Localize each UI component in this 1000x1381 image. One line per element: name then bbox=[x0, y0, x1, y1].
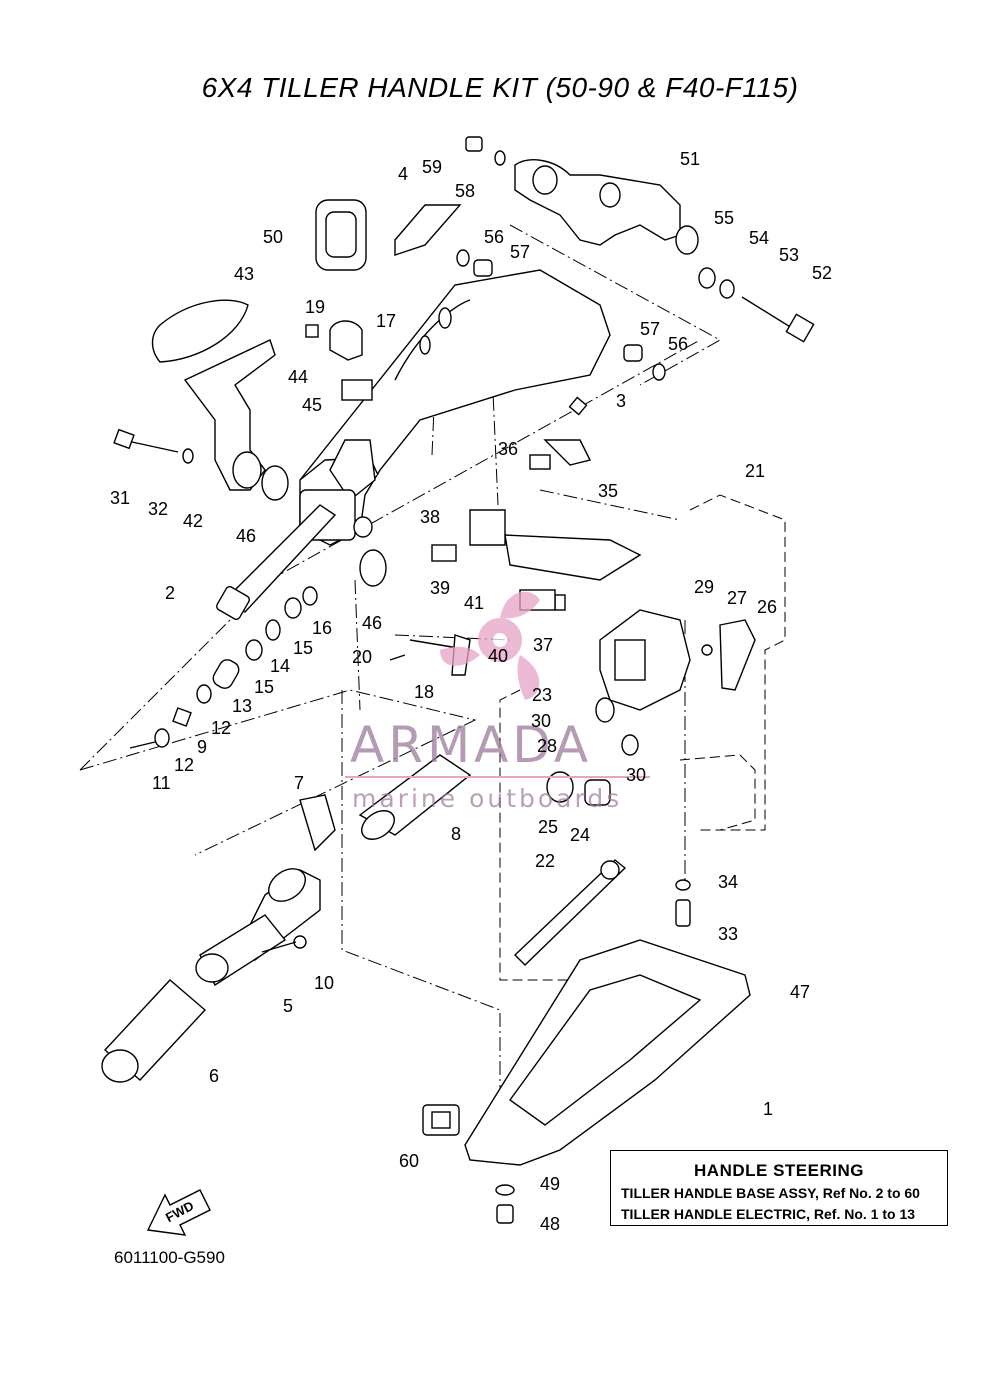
part-label: 10 bbox=[314, 973, 335, 993]
part-label: 15 bbox=[293, 638, 314, 658]
part-label: 46 bbox=[236, 526, 257, 546]
part-label: 17 bbox=[376, 311, 397, 331]
part-label: 19 bbox=[305, 297, 326, 317]
part-label: 16 bbox=[312, 618, 333, 638]
part-label: 33 bbox=[718, 924, 739, 944]
part-label: 7 bbox=[294, 773, 305, 793]
part-label: 4 bbox=[398, 164, 409, 184]
part-label: 29 bbox=[694, 577, 715, 597]
handle-grip bbox=[151, 299, 276, 491]
part-label: 30 bbox=[626, 765, 647, 785]
fwd-arrow-shape bbox=[146, 1189, 211, 1236]
part-label: 50 bbox=[263, 227, 284, 247]
part-label: 8 bbox=[451, 824, 462, 844]
tiller-body bbox=[299, 269, 611, 546]
legend-title: HANDLE STEERING bbox=[694, 1161, 864, 1180]
part-label: 18 bbox=[414, 682, 435, 702]
connector-60 bbox=[422, 1104, 460, 1136]
legend-row: TILLER HANDLE ELECTRIC, Ref. No. 1 to 13 bbox=[621, 1206, 916, 1222]
part-label: 23 bbox=[532, 685, 553, 705]
bracket-51 bbox=[514, 159, 681, 246]
part-label: 54 bbox=[749, 228, 770, 248]
part-label: 45 bbox=[302, 395, 323, 415]
part-label: 58 bbox=[455, 181, 476, 201]
grommet-50 bbox=[315, 199, 367, 271]
diagram-title: 6X4 TILLER HANDLE KIT (50-90 & F40-F115) bbox=[201, 72, 799, 103]
part-label: 53 bbox=[779, 245, 800, 265]
part-label: 14 bbox=[270, 656, 291, 676]
part-label: 31 bbox=[110, 488, 131, 508]
part-label: 60 bbox=[399, 1151, 420, 1171]
part-label: 39 bbox=[430, 578, 451, 598]
part-label: 11 bbox=[152, 773, 171, 793]
part-label: 59 bbox=[422, 157, 443, 177]
part-label: 25 bbox=[538, 817, 559, 837]
part-label: 21 bbox=[745, 461, 766, 481]
nut-59-58 bbox=[456, 136, 666, 381]
part-label: 51 bbox=[680, 149, 701, 169]
part-label: 56 bbox=[668, 334, 689, 354]
part-label: 46 bbox=[362, 613, 383, 633]
part-label: 2 bbox=[165, 583, 176, 603]
diagram-code: 6011100-G590 bbox=[114, 1248, 225, 1267]
part-label: 1 bbox=[763, 1099, 774, 1119]
part-label: 41 bbox=[464, 593, 485, 613]
part-label: 34 bbox=[718, 872, 739, 892]
bolt-52 bbox=[675, 225, 815, 343]
part-label: 35 bbox=[598, 481, 619, 501]
legend-row: TILLER HANDLE BASE ASSY, Ref No. 2 to 60 bbox=[621, 1185, 920, 1201]
screw-33-34-48-49 bbox=[495, 879, 691, 1224]
throttle-shaft bbox=[216, 504, 337, 620]
part-label: 55 bbox=[714, 208, 735, 228]
part-label: 20 bbox=[352, 647, 373, 667]
part-label: 57 bbox=[640, 319, 661, 339]
bracket-17 bbox=[305, 320, 373, 401]
watermark-subtitle: marine outboards bbox=[352, 784, 623, 813]
bolt-31 bbox=[113, 428, 194, 464]
part-label: 28 bbox=[537, 736, 558, 756]
part-label: 49 bbox=[540, 1174, 561, 1194]
part-label: 13 bbox=[232, 696, 253, 716]
part-label: 30 bbox=[531, 711, 552, 731]
part-label: 5 bbox=[283, 996, 294, 1016]
part-label: 12 bbox=[211, 718, 232, 738]
part-label: 36 bbox=[498, 439, 519, 459]
part-label: 15 bbox=[254, 677, 275, 697]
cable-22 bbox=[513, 859, 627, 966]
watermark-logo bbox=[440, 591, 540, 700]
part-label: 9 bbox=[197, 737, 208, 757]
part-label: 57 bbox=[510, 242, 531, 262]
part-label: 27 bbox=[727, 588, 748, 608]
legend-box: HANDLE STEERING TILLER HANDLE BASE ASSY,… bbox=[610, 1150, 948, 1226]
bushing-46a bbox=[261, 465, 289, 501]
small-parts bbox=[129, 586, 318, 749]
part-label: 22 bbox=[535, 851, 556, 871]
part-label: 47 bbox=[790, 982, 811, 1002]
part-label: 6 bbox=[209, 1066, 220, 1086]
part-label: 26 bbox=[757, 597, 778, 617]
part-label: 32 bbox=[148, 499, 169, 519]
part-label: 52 bbox=[812, 263, 833, 283]
part-label: 38 bbox=[420, 507, 441, 527]
brackets-35-41 bbox=[431, 396, 642, 611]
part-label: 40 bbox=[488, 646, 509, 666]
decal-4 bbox=[394, 204, 462, 256]
part-label: 12 bbox=[174, 755, 195, 775]
part-label: 3 bbox=[616, 391, 627, 411]
base-47 bbox=[464, 939, 751, 1166]
part-label: 42 bbox=[183, 511, 204, 531]
part-label: 43 bbox=[234, 264, 255, 284]
switch-assembly bbox=[546, 609, 756, 806]
grip-tubes bbox=[101, 754, 472, 1083]
dashed-boxes bbox=[499, 494, 786, 981]
part-label: 44 bbox=[288, 367, 309, 387]
bushing-46b bbox=[359, 549, 387, 587]
part-label: 48 bbox=[540, 1214, 561, 1234]
part-label: 24 bbox=[570, 825, 591, 845]
watermark-word: ARMADA bbox=[350, 716, 593, 774]
part-label: 56 bbox=[484, 227, 505, 247]
part-label: 37 bbox=[533, 635, 554, 655]
